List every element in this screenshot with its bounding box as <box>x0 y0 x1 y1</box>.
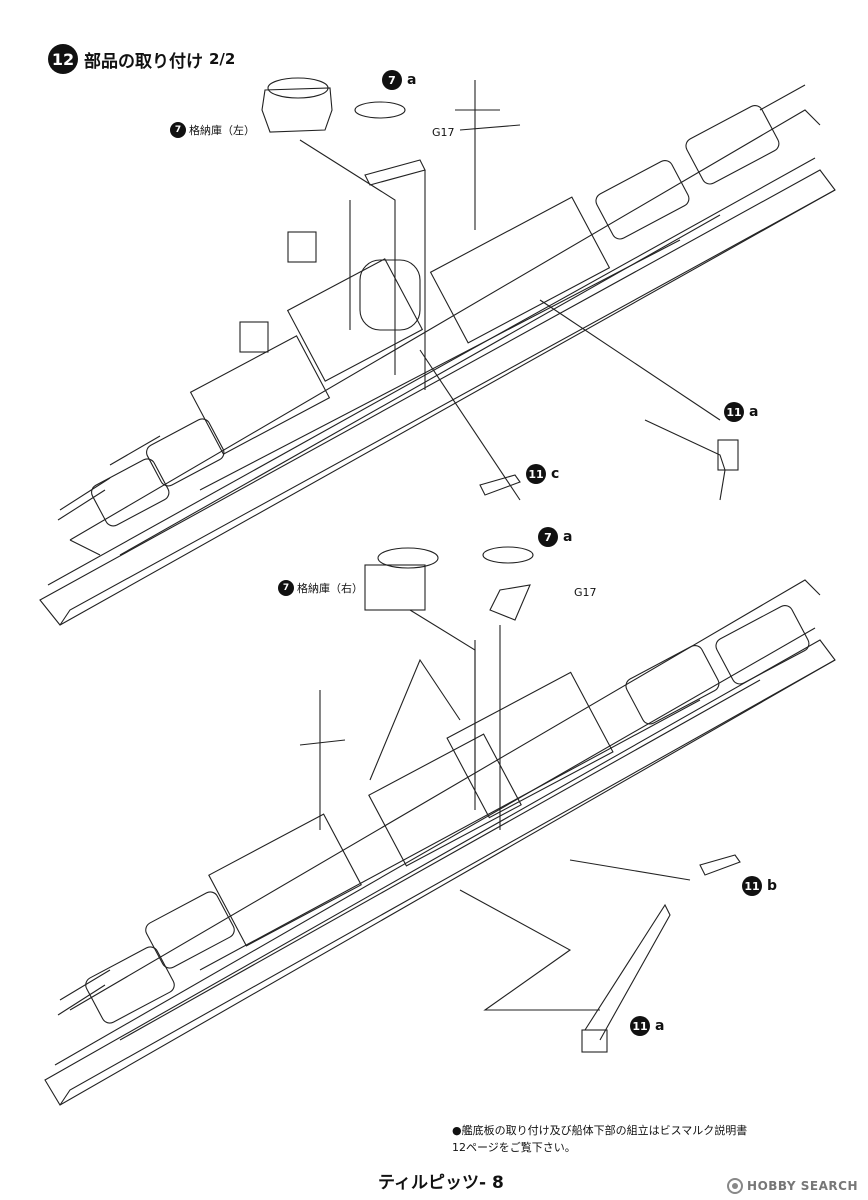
part-number-badge: 7 <box>278 580 294 596</box>
hobby-search-logo-icon <box>727 1178 744 1194</box>
watermark: HOBBY SEARCH <box>727 1178 858 1194</box>
part-suffix: a <box>563 529 573 545</box>
part-suffix: c <box>551 466 560 482</box>
part-suffix: a <box>655 1018 665 1034</box>
part-suffix: a <box>407 72 417 88</box>
callout-top-part-11a: 11 a <box>724 402 758 422</box>
callout-top-g17: G17 <box>432 126 455 139</box>
part-number-badge: 11 <box>526 464 546 484</box>
watermark-text: HOBBY SEARCH <box>747 1179 858 1193</box>
part-number-badge: 11 <box>630 1016 650 1036</box>
top-ship-illustration <box>39 77 836 626</box>
step-title: 部品の取り付け <box>84 51 203 72</box>
part-suffix: b <box>767 878 778 894</box>
note-line-2: 12ページをご覧下さい。 <box>452 1141 576 1154</box>
part-number-badge: 11 <box>742 876 762 896</box>
bottom-ship-illustration <box>44 546 836 1106</box>
assembly-note: ●艦底板の取り付け及び船体下部の組立はビスマルク説明書 12ページをご覧下さい。 <box>452 1122 747 1156</box>
callout-bottom-part-11a: 11 a <box>630 1016 664 1036</box>
step-header: 12 部品の取り付け 2/2 <box>48 44 235 74</box>
part-number-badge: 11 <box>724 402 744 422</box>
callout-bottom-g17: G17 <box>574 586 597 599</box>
page-footer-title: ティルピッツ- 8 <box>378 1173 504 1193</box>
callout-bottom-hangar: 7 格納庫（右） <box>278 580 363 596</box>
callout-bottom-part-11b: 11 b <box>742 876 777 896</box>
callout-top-part-7a: 7 a <box>382 70 416 90</box>
part-label: 格納庫（左） <box>189 124 255 137</box>
note-line-1: ●艦底板の取り付け及び船体下部の組立はビスマルク説明書 <box>452 1124 748 1137</box>
callout-top-part-11c: 11 c <box>526 464 559 484</box>
callout-top-hangar: 7 格納庫（左） <box>170 122 255 138</box>
part-number-badge: 7 <box>538 527 558 547</box>
part-suffix: a <box>749 404 759 420</box>
callout-bottom-part-7a: 7 a <box>538 527 572 547</box>
part-number-badge: 7 <box>170 122 186 138</box>
step-part: 2/2 <box>209 50 236 68</box>
step-number-badge: 12 <box>48 44 78 74</box>
part-label: 格納庫（右） <box>297 582 363 595</box>
part-number-badge: 7 <box>382 70 402 90</box>
